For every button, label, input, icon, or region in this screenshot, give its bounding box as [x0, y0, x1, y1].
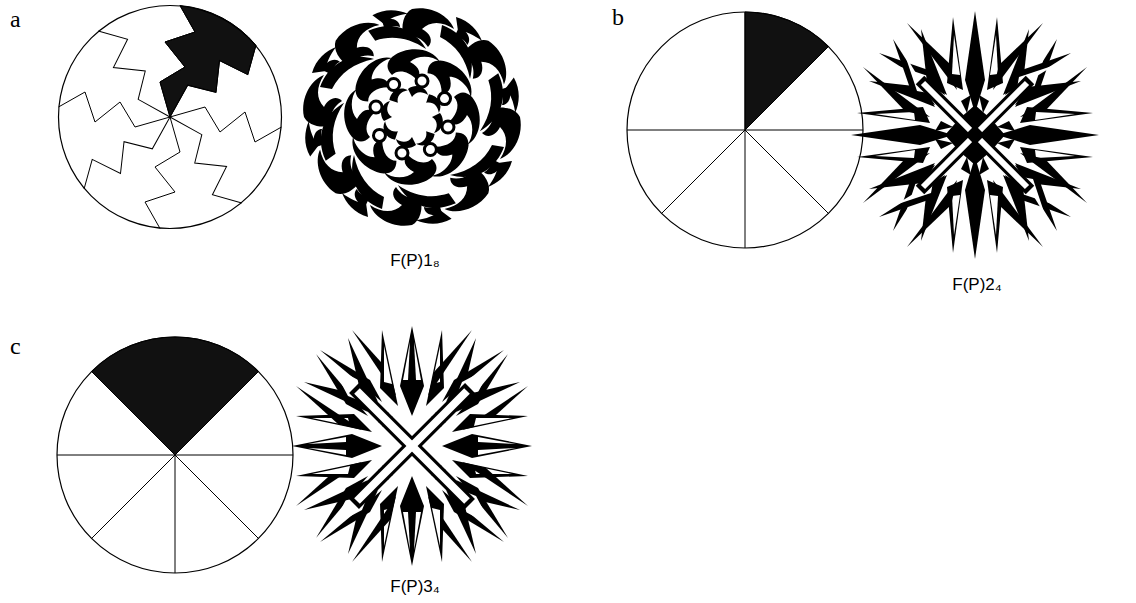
figure-shape: [923, 83, 1027, 187]
figure-shape: [59, 92, 171, 127]
figure-shape: [314, 0, 447, 124]
figure-label: F(P)3₄: [390, 578, 439, 597]
figure-shape: [84, 20, 188, 124]
star-pattern: [292, 326, 532, 566]
figure-shape: [965, 125, 985, 145]
figure-shape: [627, 12, 863, 248]
figure-shape: [923, 83, 1027, 187]
figure-label: F(P)2₄: [952, 276, 1001, 295]
figure-shape: [745, 130, 863, 131]
figure-shape: [745, 130, 828, 213]
sector-diagram: [627, 12, 863, 248]
figure-shape: [920, 80, 1030, 190]
figure-shape: [57, 337, 293, 573]
panel-letter: c: [10, 333, 21, 359]
panel-letter: b: [612, 4, 624, 30]
figure-shape: [357, 391, 467, 501]
figure-shape: [920, 80, 1030, 190]
figure-shape: [160, 6, 195, 118]
figure-shape: [92, 455, 175, 538]
sector-diagram: [57, 337, 293, 573]
figure-shape: [920, 80, 1030, 190]
figure-shape: [170, 107, 282, 142]
figure-shape: [662, 130, 745, 213]
figure-shape: [354, 388, 470, 504]
figure-shape: [73, 99, 177, 203]
star-pattern: [851, 11, 1099, 259]
panel-letter: a: [10, 6, 21, 32]
figure-shape: [152, 110, 256, 214]
figure-shape: [160, 6, 256, 118]
figure-shape: [354, 388, 470, 504]
figure-shape: [357, 391, 467, 501]
figure-shape: [59, 6, 282, 229]
rosette-pattern: [286, 0, 539, 243]
figure-shape: [163, 31, 267, 135]
figure-shape: [175, 455, 258, 538]
figure-shape: [627, 12, 863, 248]
sector-diagram: [59, 6, 282, 229]
figure-shape: [92, 337, 259, 455]
figure-shape: [745, 12, 746, 130]
figure-shape: [354, 388, 470, 504]
figure-shape: [745, 47, 828, 130]
figure-shape: [745, 130, 746, 248]
figure-shape: [57, 455, 293, 573]
figure-shape: [145, 117, 180, 229]
figure-shape: [175, 455, 176, 573]
figure-shape: [745, 12, 828, 130]
figure-label: F(P)1₈: [390, 252, 440, 271]
figure-shape: [627, 130, 745, 131]
